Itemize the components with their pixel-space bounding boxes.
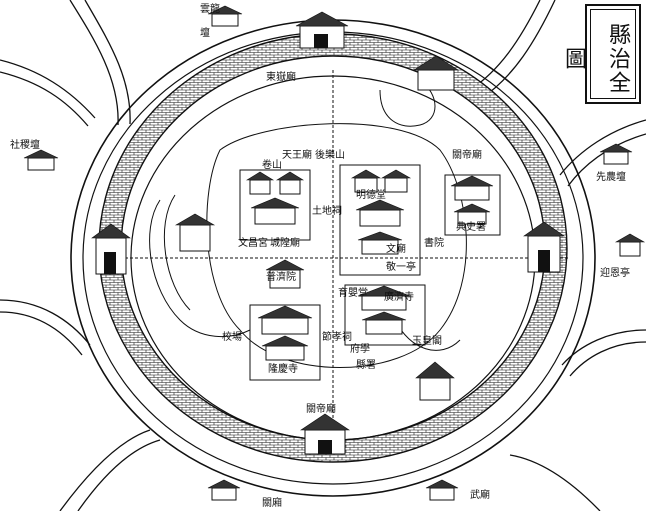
label-guan-xiang: 關廂 [262,496,282,509]
compound-chenghuang [239,169,311,241]
label-shuyuan: 書院 [424,236,444,249]
roads [100,70,570,450]
label-tudi-ci: 土地祠 [312,204,342,217]
label-jiexiao-ci: 節孝祠 [322,330,352,343]
gate-south [300,413,350,455]
label-wenchang-gong: 文昌宮 [238,236,268,249]
map-title: 縣治全圖 [561,23,630,95]
gate-east [523,221,565,273]
compound-longqing [249,304,321,381]
compound-wenmiao [339,164,421,276]
gate-west [91,223,131,275]
label-mingde-tang: 明德堂 [356,188,386,201]
label-chenghuang-miao: 城隍廟 [270,236,300,249]
label-yingen-ting: 迎恩亭 [600,266,630,279]
label-juan-shan: 卷山 [262,158,282,171]
label-sheji-tan: 社稷壇 [10,138,40,151]
label-guangji-si: 廣濟寺 [384,290,414,303]
label-dianshi-shu: 典史署 [456,220,486,233]
title-inner-border [590,9,636,99]
compound-west [174,213,305,289]
label-jiaochang: 校場 [222,330,242,343]
label-wu-miao: 武廟 [470,488,490,501]
compound-east [444,174,501,236]
label-outside-tl-2: 壇 [200,26,210,39]
label-xian-shu: 縣署 [356,359,376,371]
compound-yamen [344,284,426,346]
label-yuying-tang: 育嬰堂 [338,286,368,299]
label-jingyi-ting: 敬一亭 [386,260,416,273]
label-houle-shan: 後樂山 [315,148,345,161]
gate-southeast [415,361,455,401]
label-tianwang-miao: 天王廟 [282,148,312,161]
label-guandi-miao: 關帝廟 [452,148,482,161]
map-title-box: 縣治全圖 [561,4,641,104]
outside-buildings [23,5,646,501]
label-south-gate: 關帝廟 [306,402,336,415]
gate-north [295,11,349,49]
label-xiannong-tan: 先農壇 [596,170,626,183]
label-longqing-si: 隆慶寺 [268,362,298,375]
label-fu-xue: 府學 [350,342,370,355]
label-outside-tl-1: 雲龍 [200,2,220,15]
label-north-gate: 東嶽廟 [266,70,296,83]
label-yuhuang-ge: 玉皇閣 [412,334,442,347]
label-wen-miao: 文廟 [386,242,406,255]
gate-northeast [412,55,460,91]
map-labels: 雲龍 壇 社稷壇 先農壇 迎恩亭 東嶽廟 後樂山 天王廟 卷山 城隍廟 文昌宮 … [10,2,630,509]
label-puji-yuan: 普濟院 [266,270,296,283]
